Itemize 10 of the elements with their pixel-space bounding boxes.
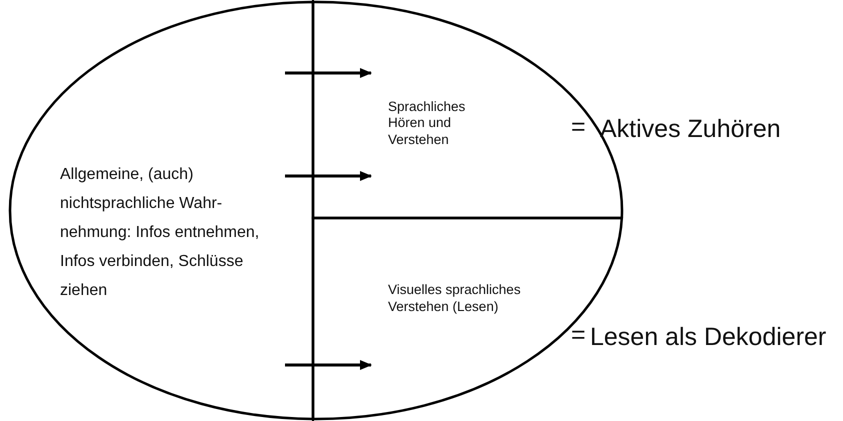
description-text: Visuelles sprachliches Verstehen (Lesen) [388,282,522,315]
description-text: Allgemeine, (auch) nichtsprachliche Wahr- nehmung: Infos entnehmen, Infos verbinden, Schlüsse ziehen [60,164,260,301]
arrow [285,68,372,78]
description-text: Sprachliches Hören und Verstehen [388,98,466,148]
result-label: Aktives Zuhören [600,116,781,144]
equals-sign: = [571,114,586,142]
result-label: Lesen als Dekodierer [590,324,826,352]
arrow [285,360,372,370]
arrow [285,171,372,181]
equals-sign: = [571,322,586,350]
